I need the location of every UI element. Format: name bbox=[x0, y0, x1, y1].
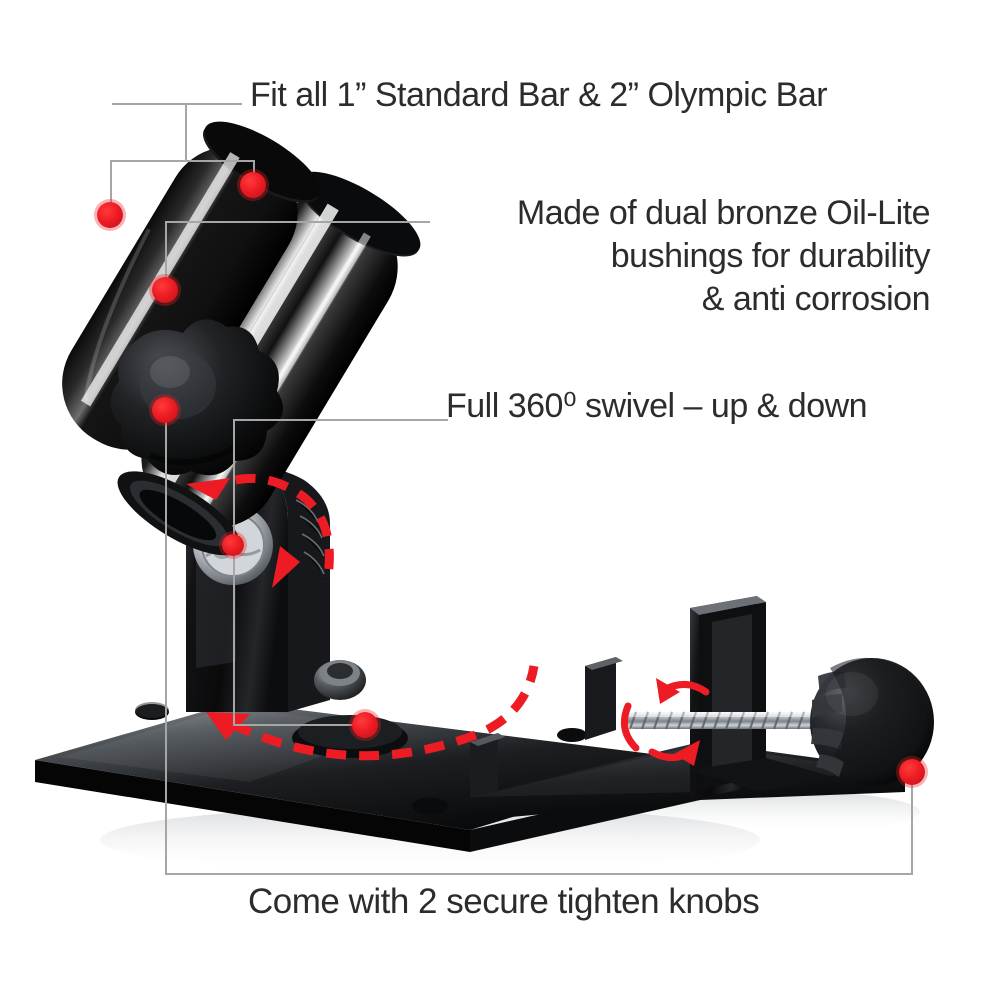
marker-base-swivel-point bbox=[352, 712, 378, 738]
threaded-rod bbox=[628, 711, 828, 730]
leader-swivel-h2 bbox=[233, 724, 366, 726]
marker-bushing-point bbox=[152, 277, 178, 303]
base-rotation-arc-indicator bbox=[206, 665, 539, 761]
leader-bars-top bbox=[112, 103, 242, 105]
clamp-bracket bbox=[690, 596, 830, 800]
marker-knob-clamp bbox=[899, 759, 925, 785]
marker-bar-tube-left bbox=[97, 202, 123, 228]
leader-swivel-v bbox=[233, 419, 235, 726]
leader-bushings-v bbox=[165, 221, 167, 291]
leader-knobs-h bbox=[165, 873, 913, 875]
tighten-knob-right bbox=[810, 657, 934, 786]
leader-knobs-vL bbox=[165, 410, 167, 874]
callout-text-swivel: Full 360⁰ swivel – up & down bbox=[446, 387, 868, 425]
leader-bars-stem bbox=[185, 103, 187, 161]
marker-knob-upper bbox=[152, 397, 178, 423]
base-rail-right bbox=[455, 657, 905, 822]
leader-bars-span bbox=[110, 160, 255, 162]
marker-swivel-pivot-screw bbox=[222, 534, 244, 556]
callout-text-bushings: Made of dual bronze Oil-Lite bushings fo… bbox=[516, 194, 931, 318]
knob-turn-arrows-indicator bbox=[620, 678, 710, 766]
leader-swivel-h bbox=[233, 419, 448, 421]
tilt-arc-indicator bbox=[186, 473, 334, 588]
callout-text-knobs: Come with 2 secure tighten knobs bbox=[248, 882, 760, 921]
leader-bushings-h bbox=[165, 221, 430, 223]
leader-knobs-vR bbox=[911, 772, 913, 874]
leader-bars-dropL bbox=[110, 160, 112, 216]
marker-bar-tube-right bbox=[240, 172, 266, 198]
callout-text-bars: Fit all 1” Standard Bar & 2” Olympic Bar bbox=[250, 76, 828, 114]
